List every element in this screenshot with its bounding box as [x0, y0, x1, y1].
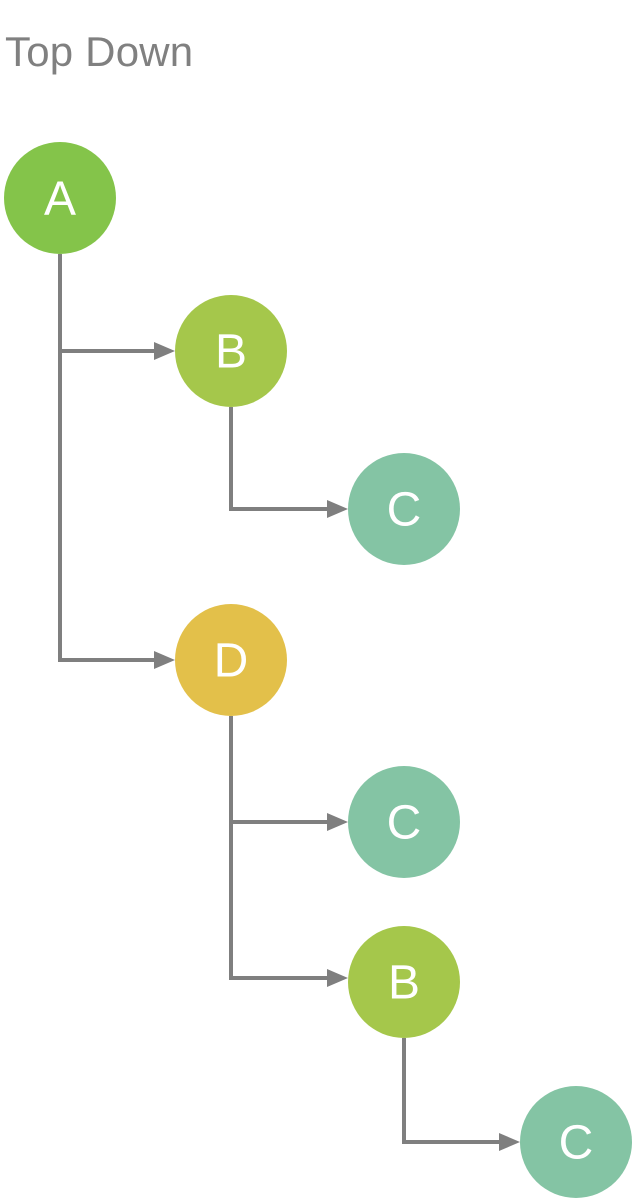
edge-path: [58, 254, 154, 353]
edge-b-to-c: [402, 1038, 520, 1151]
node-circle[interactable]: [4, 142, 116, 254]
node-label: B: [388, 957, 420, 1010]
nodes-layer: A B C D C B C: [4, 142, 632, 1198]
node-circle[interactable]: [175, 295, 287, 407]
node-label: A: [44, 173, 76, 226]
node-label: B: [215, 326, 247, 379]
arrowhead-icon: [327, 969, 348, 987]
node-label: C: [387, 797, 422, 850]
arrowhead-icon: [154, 342, 175, 360]
node-label: C: [387, 484, 422, 537]
arrowhead-icon: [327, 813, 348, 831]
node-circle[interactable]: [348, 766, 460, 878]
edge-a-to-b: [58, 254, 175, 360]
node-circle[interactable]: [520, 1086, 632, 1198]
node-circle[interactable]: [348, 453, 460, 565]
edge-d-to-b: [229, 716, 348, 987]
edge-d-to-c: [229, 716, 348, 831]
edges-layer: [58, 254, 520, 1151]
arrowhead-icon: [327, 500, 348, 518]
node-n1[interactable]: A: [4, 142, 116, 254]
edge-path: [229, 716, 327, 824]
edge-b-to-c: [229, 407, 348, 518]
node-circle[interactable]: [348, 926, 460, 1038]
node-n6[interactable]: B: [348, 926, 460, 1038]
node-n7[interactable]: C: [520, 1086, 632, 1198]
node-circle[interactable]: [175, 604, 287, 716]
node-n4[interactable]: D: [175, 604, 287, 716]
node-label: C: [559, 1117, 594, 1170]
node-n2[interactable]: B: [175, 295, 287, 407]
edge-path: [402, 1038, 499, 1144]
node-n5[interactable]: C: [348, 766, 460, 878]
edge-path: [229, 407, 327, 511]
edge-path: [229, 716, 327, 980]
arrowhead-icon: [499, 1133, 520, 1151]
page-title: Top Down: [5, 28, 193, 75]
arrowhead-icon: [154, 651, 175, 669]
edge-path: [58, 254, 154, 662]
edge-a-to-d: [58, 254, 175, 669]
node-label: D: [214, 635, 249, 688]
node-n3[interactable]: C: [348, 453, 460, 565]
